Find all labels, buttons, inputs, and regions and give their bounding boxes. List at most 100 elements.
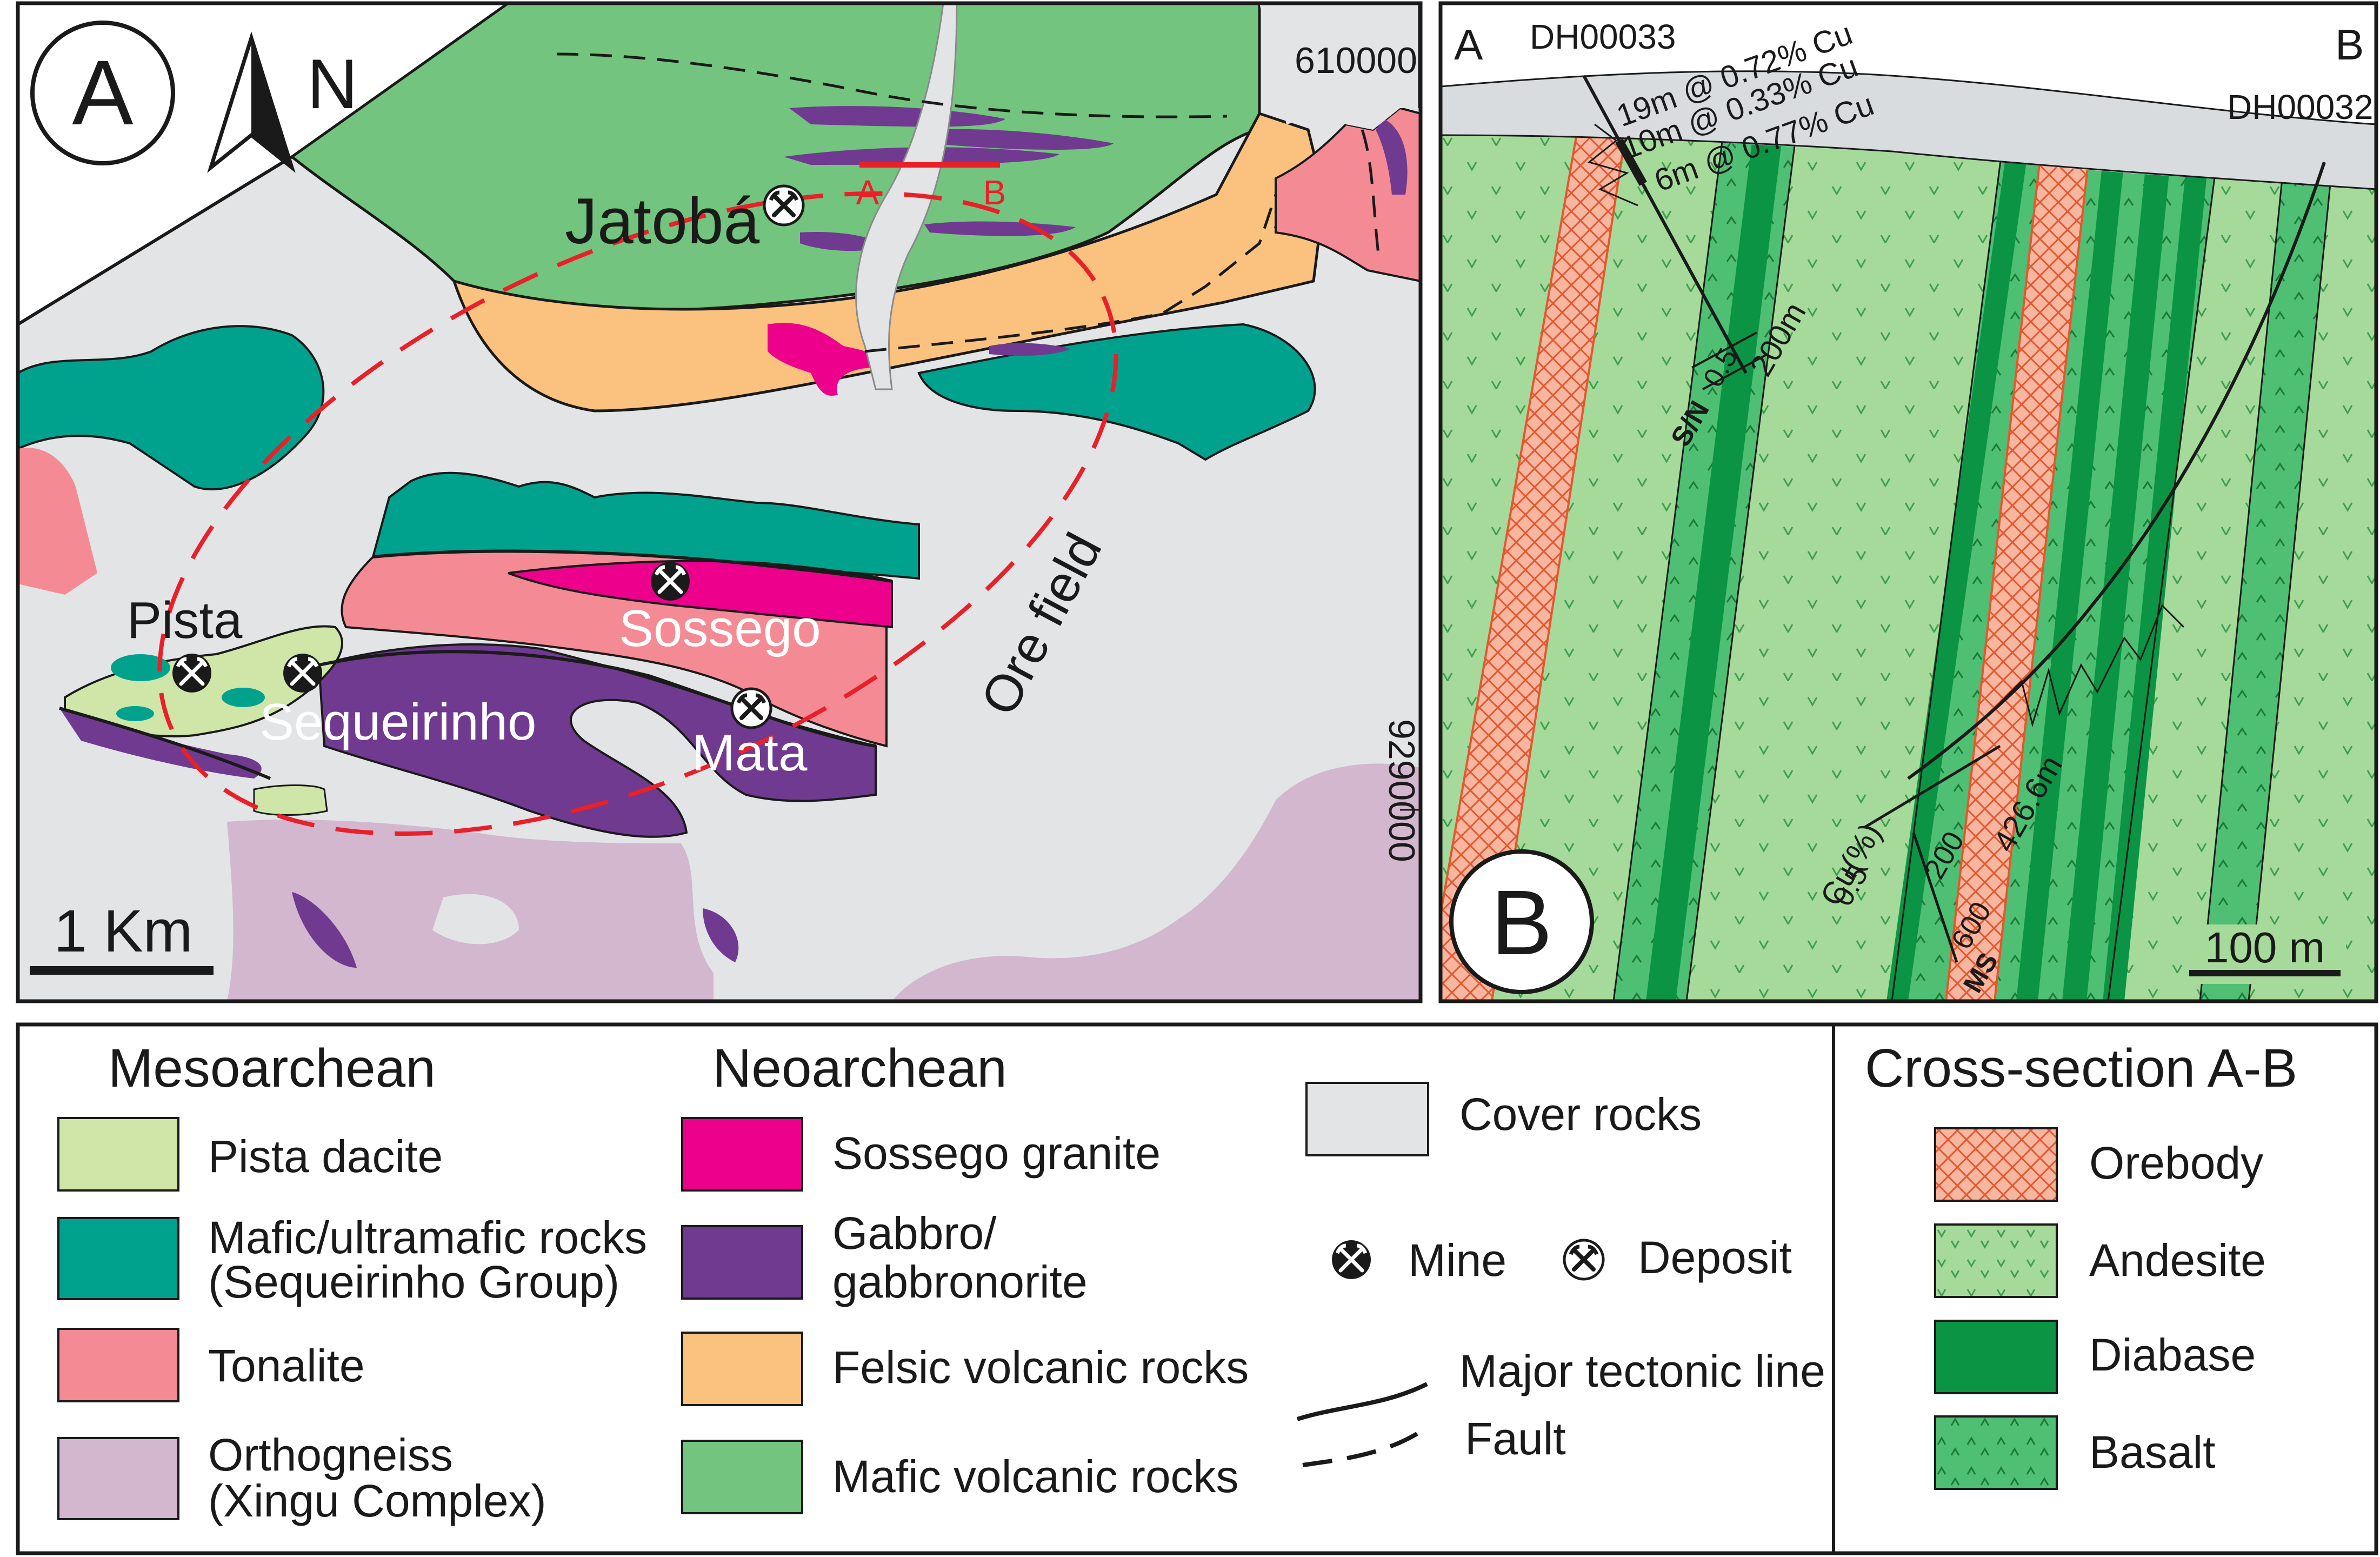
- legend-neo-gabbro: Gabbro/ gabbronorite: [681, 1208, 1088, 1307]
- legend-mine-icon: [1332, 1240, 1371, 1279]
- swatch-andesite: [1934, 1223, 2058, 1298]
- section-line-label-a: A: [856, 173, 879, 212]
- drillhole-dh00033: [1582, 75, 1748, 374]
- dh00033-log-axis: [1691, 331, 1768, 390]
- swatch-pista-dacite: [57, 1117, 179, 1192]
- cover-inlier-south: [432, 894, 519, 944]
- cover-top-right: [1259, 3, 1421, 130]
- legend-tectonic-line-icon: [1296, 1382, 1428, 1421]
- faults: [556, 52, 1380, 353]
- label-andesite: Andesite: [2089, 1235, 2266, 1286]
- label-sossego-granite: Sossego granite: [832, 1128, 1161, 1179]
- label-cover-rocks: Cover rocks: [1459, 1089, 1702, 1140]
- label-fault: Fault: [1465, 1413, 1566, 1464]
- mata-deposit-icon: [732, 689, 771, 728]
- label-diabase: Diabase: [2089, 1329, 2256, 1380]
- section-corner-a: A: [1454, 21, 1483, 69]
- pista-dacite-south: [253, 784, 328, 816]
- legend-cross-basalt: Basalt: [1934, 1415, 2215, 1490]
- sequeirinho-label: Sequeirinho: [259, 693, 536, 751]
- swatch-mafic-volcanic: [681, 1440, 803, 1514]
- panel-a-frame: [16, 1, 1423, 1003]
- dh00032-label: DH00032: [2227, 88, 2373, 127]
- tonalite-west: [18, 448, 97, 595]
- panel-a-letter: A: [72, 42, 134, 144]
- gabbro-north-east: [1376, 119, 1408, 195]
- legend-meso-pista: Pista dacite: [57, 1117, 443, 1192]
- sossego-granite-dike: [768, 323, 879, 396]
- jatoba-label: Jatobá: [565, 185, 760, 257]
- swatch-tonalite: [57, 1328, 179, 1402]
- diabase-band-west: [1646, 103, 1786, 1001]
- legend-fault-icon: [1302, 1425, 1429, 1467]
- label-orthogneiss-2: (Xingu Complex): [208, 1475, 546, 1526]
- dh00033-intercept: [1615, 138, 1647, 186]
- legend-neo-felsic: Felsic volcanic rocks: [681, 1332, 1249, 1406]
- jatoba-deposit-icon: [764, 186, 803, 225]
- legend-cover: Cover rocks: [1305, 1082, 1702, 1156]
- ore-field-boundary: [157, 191, 1118, 836]
- label-basalt: Basalt: [2089, 1427, 2215, 1478]
- diabase-band-east-1: [1886, 81, 2038, 1001]
- diabase-band-east-2: [2016, 81, 2132, 1001]
- sequeirinho-group-west: [18, 325, 325, 491]
- label-orebody: Orebody: [2089, 1137, 2263, 1188]
- label-mafic-ultramafic: Mafic/ultramafic rocks: [208, 1212, 647, 1263]
- panel-b-frame: [1438, 1, 2378, 1003]
- label-mafic-volcanic: Mafic volcanic rocks: [832, 1451, 1239, 1502]
- meso-title: Mesoarchean: [108, 1038, 436, 1099]
- orthogneiss-east: [892, 763, 1421, 1001]
- legend-neo-sossego: Sossego granite: [681, 1117, 1161, 1192]
- label-pista-dacite: Pista dacite: [208, 1131, 443, 1182]
- legend-cross-orebody: Orebody: [1934, 1127, 2263, 1202]
- contact-lines: [1612, 81, 2342, 1001]
- panel-b-letter: B: [1491, 871, 1552, 974]
- section-corner-b: B: [2335, 21, 2364, 69]
- dh00032-cu-log: [1999, 604, 2185, 728]
- sequeirinho-mine-icon: [283, 654, 322, 693]
- swatch-basalt: [1934, 1415, 2058, 1490]
- legend-meso-orthogneiss: Orthogneiss (Xingu Complex): [57, 1429, 546, 1526]
- legend-cross-andesite: Andesite: [1934, 1223, 2266, 1298]
- scale-bar-label-b: 100 m: [2205, 923, 2325, 972]
- sequeirinho-group-north: [917, 323, 1316, 461]
- label-gabbro-2: gabbronorite: [832, 1256, 1088, 1307]
- swatch-orthogneiss: [57, 1437, 179, 1520]
- pista-teal-lenses: [111, 654, 265, 721]
- scale-bar-label-a: 1 Km: [54, 898, 193, 964]
- label-major-tectonic: Major tectonic line: [1459, 1346, 1825, 1396]
- legend-cross-diabase: Diabase: [1934, 1320, 2256, 1394]
- pista-mine-icon: [172, 654, 211, 693]
- panel-b-badge: [1449, 849, 1594, 994]
- gabbro-strip-west: [59, 708, 262, 778]
- dh00033-label: DH00033: [1530, 17, 1676, 56]
- sossego-mine-icon: [651, 562, 690, 601]
- panel-a-map: A B Jatobá Pista Sequeirinho Sossego Mat…: [18, 3, 1421, 1001]
- panel-a-badge: [30, 21, 175, 165]
- label-mine: Mine: [1408, 1235, 1506, 1286]
- label-deposit: Deposit: [1638, 1232, 1792, 1283]
- swatch-diabase: [1934, 1320, 2058, 1394]
- dh00032-log-axis: [1864, 744, 2001, 963]
- cover-inlier-east: [1108, 867, 1205, 917]
- surface-cover-layer: [1441, 70, 2376, 190]
- legend-meso-tonalite: Tonalite: [57, 1328, 365, 1402]
- dh00033-cu-log: [1587, 123, 1638, 207]
- coordinate-top: 610000: [1295, 40, 1417, 81]
- neo-title: Neoarchean: [712, 1038, 1007, 1099]
- drillhole-dh00032: [1907, 162, 2326, 780]
- label-orthogneiss: Orthogneiss: [208, 1429, 453, 1480]
- label-mafic-ultramafic-2: (Sequeirinho Group): [208, 1256, 619, 1307]
- legend-deposit-icon: [1564, 1240, 1603, 1279]
- panel-b-cross-section: DH00033 DH00032 19m @ 0.72% Cu 10m @ 0.3…: [1441, 3, 2376, 1001]
- major-tectonic-lines: [18, 155, 892, 780]
- north-label: N: [307, 44, 358, 123]
- mata-label: Mata: [692, 724, 808, 782]
- sossego-granite: [508, 560, 893, 629]
- legend: Mesoarchean Neoarchean Cross-section A-B…: [16, 1022, 2378, 1555]
- north-arrow-fill: [251, 38, 292, 168]
- label-gabbro: Gabbro/: [832, 1208, 997, 1259]
- swatch-felsic-volcanic: [681, 1332, 803, 1406]
- swatch-mafic-ultramafic: [57, 1217, 179, 1300]
